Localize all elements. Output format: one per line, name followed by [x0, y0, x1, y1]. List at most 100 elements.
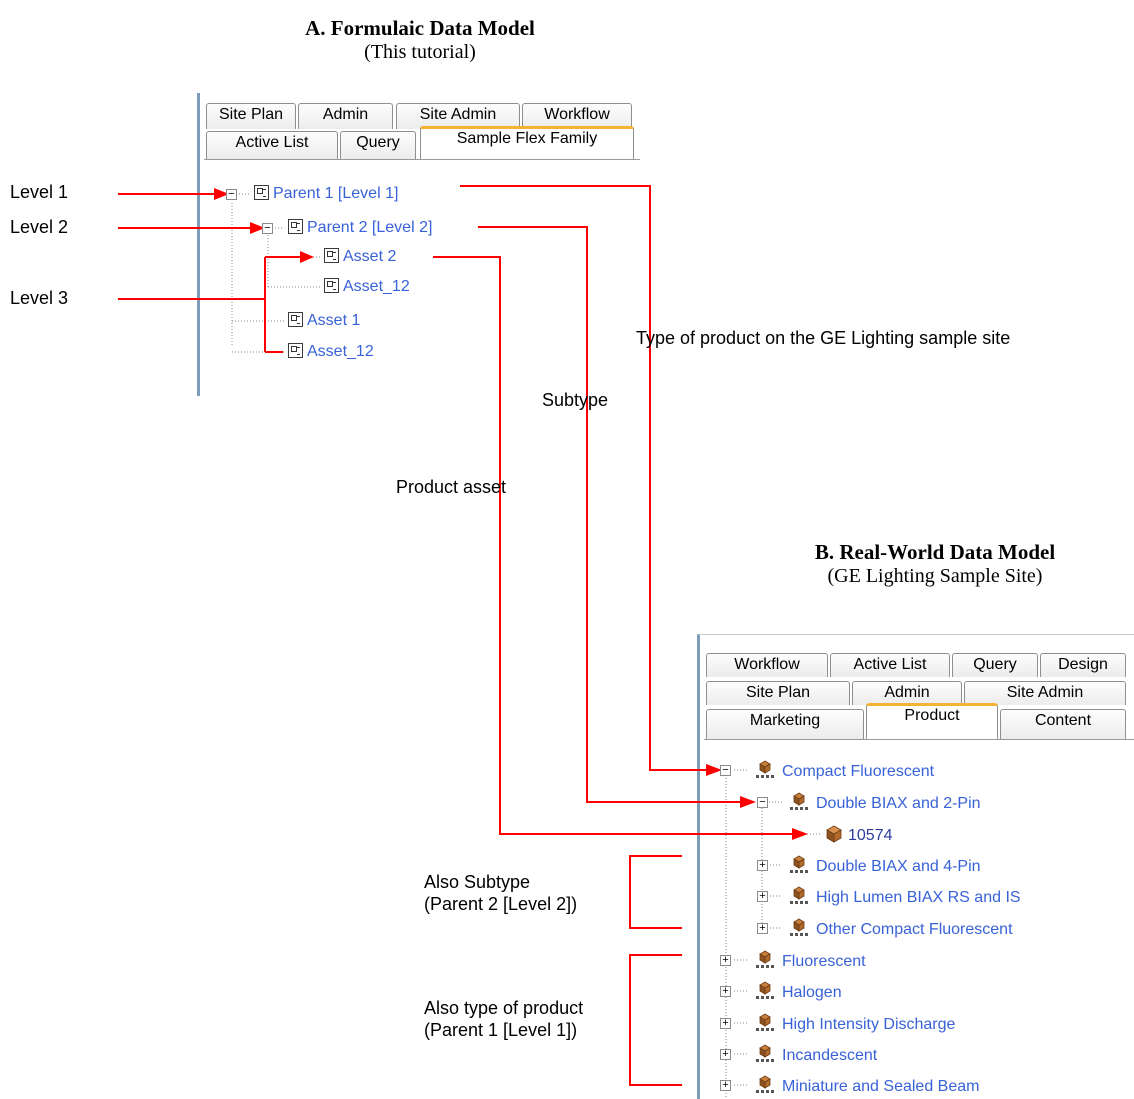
tree-label: High Intensity Discharge [782, 1016, 956, 1033]
label-also-subtype-line1: Also Subtype [424, 872, 531, 892]
tab-sample-flex-family[interactable]: Sample Flex Family [420, 126, 634, 159]
tree-label: Asset_12 [343, 278, 410, 295]
tree-label: 10574 [848, 827, 893, 844]
tab-admin[interactable]: Admin [298, 103, 393, 129]
label-level2: Level 2 [10, 217, 69, 237]
expand-icon[interactable]: + [757, 860, 768, 871]
expand-icon[interactable]: + [720, 1049, 731, 1060]
title-b-subtitle: (GE Lighting Sample Site) [827, 565, 1043, 587]
tab-marketing-b[interactable]: Marketing [706, 709, 864, 739]
label-level1: Level 1 [10, 182, 69, 202]
product-family-icon [790, 792, 808, 810]
tree-row-asset12-b[interactable]: Asset_12 [288, 342, 374, 362]
tab-query[interactable]: Query [340, 131, 416, 159]
asset-icon [324, 278, 339, 293]
tab-site-plan[interactable]: Site Plan [206, 103, 296, 129]
tree-label: Asset_12 [307, 343, 374, 360]
panel-a-divider [204, 159, 640, 160]
panel-a: Site Plan Admin Site Admin Workflow Acti… [197, 93, 640, 396]
label-subtype: Subtype [542, 390, 609, 410]
collapse-icon[interactable]: − [757, 797, 768, 808]
title-b-heading: B. Real-World Data Model [814, 540, 1056, 564]
tree-label: Incandescent [782, 1047, 878, 1064]
tree-row-asset2[interactable]: Asset 2 [324, 247, 396, 267]
expand-icon[interactable]: + [720, 1018, 731, 1029]
product-family-icon [756, 1013, 774, 1031]
tree-row-double-biax-2pin[interactable]: Double BIAX and 2-Pin [786, 792, 981, 814]
expand-icon[interactable]: + [720, 955, 731, 966]
label-type-of-product: Type of product on the GE Lighting sampl… [636, 328, 1011, 348]
label-also-type: Also type of product (Parent 1 [Level 1]… [424, 997, 583, 1041]
tree-row-hid[interactable]: High Intensity Discharge [752, 1013, 955, 1035]
tree-row-asset1[interactable]: Asset 1 [288, 311, 360, 331]
tab-product-b[interactable]: Product [866, 703, 998, 739]
collapse-icon[interactable]: − [720, 765, 731, 776]
tab-site-plan-b[interactable]: Site Plan [706, 681, 850, 705]
tree-label: Double BIAX and 4-Pin [816, 858, 981, 875]
tree-row-asset12-a[interactable]: Asset_12 [324, 277, 410, 297]
tab-active-list[interactable]: Active List [206, 131, 338, 159]
label-also-type-line2: (Parent 1 [Level 1]) [424, 1020, 578, 1040]
tree-label: Asset 1 [307, 312, 361, 329]
title-a-heading: A. Formulaic Data Model [305, 16, 535, 40]
tab-active-list-b[interactable]: Active List [830, 653, 950, 677]
product-family-icon [790, 918, 808, 936]
label-level3: Level 3 [10, 288, 69, 308]
expand-icon[interactable]: + [720, 986, 731, 997]
tree-row-double-biax-4pin[interactable]: Double BIAX and 4-Pin [786, 855, 981, 877]
label-also-subtype: Also Subtype (Parent 2 [Level 2]) [424, 871, 577, 915]
asset-icon [324, 248, 339, 263]
tab-content-b[interactable]: Content [1000, 709, 1126, 739]
product-family-icon [756, 760, 774, 778]
title-b: B. Real-World Data Model (GE Lighting Sa… [740, 540, 1130, 588]
expand-icon[interactable]: + [757, 923, 768, 934]
collapse-icon[interactable]: − [262, 223, 273, 234]
tree-row-halogen[interactable]: Halogen [752, 981, 842, 1003]
product-family-icon [756, 1075, 774, 1093]
tab-site-admin-b[interactable]: Site Admin [964, 681, 1126, 705]
tree-label: Halogen [782, 984, 842, 1001]
tree-row-10574[interactable]: 10574 [824, 824, 893, 846]
tree-label: Fluorescent [782, 953, 866, 970]
title-a: A. Formulaic Data Model (This tutorial) [230, 16, 610, 64]
tab-query-b[interactable]: Query [952, 653, 1038, 677]
tree-label: Miniature and Sealed Beam [782, 1078, 980, 1095]
expand-icon[interactable]: + [757, 891, 768, 902]
tree-row-other-compact[interactable]: Other Compact Fluorescent [786, 918, 1013, 940]
tab-workflow-b[interactable]: Workflow [706, 653, 828, 677]
tree-row-miniature[interactable]: Miniature and Sealed Beam [752, 1075, 979, 1097]
tree-row-parent1[interactable]: Parent 1 [Level 1] [254, 184, 398, 204]
tree-row-fluorescent[interactable]: Fluorescent [752, 950, 866, 972]
tree-row-high-lumen-biax[interactable]: High Lumen BIAX RS and IS [786, 886, 1021, 908]
product-family-icon [756, 950, 774, 968]
tab-workflow[interactable]: Workflow [522, 103, 632, 129]
label-product-asset: Product asset [396, 477, 507, 497]
tree-label: Double BIAX and 2-Pin [816, 795, 981, 812]
tree-row-parent2[interactable]: Parent 2 [Level 2] [288, 218, 432, 238]
tab-design-b[interactable]: Design [1040, 653, 1126, 677]
tab-site-admin[interactable]: Site Admin [396, 103, 520, 129]
product-family-icon [790, 886, 808, 904]
label-also-type-line1: Also type of product [424, 998, 584, 1018]
asset-icon [288, 219, 303, 234]
tree-row-compact-fluorescent[interactable]: Compact Fluorescent [752, 760, 934, 782]
tree-label: Compact Fluorescent [782, 763, 935, 780]
product-icon [826, 825, 842, 843]
asset-icon [288, 312, 303, 327]
expand-icon[interactable]: + [720, 1080, 731, 1091]
tree-label: Other Compact Fluorescent [816, 921, 1013, 938]
product-family-icon [756, 1044, 774, 1062]
asset-icon [288, 343, 303, 358]
tree-label: Parent 1 [Level 1] [273, 185, 399, 202]
tab-admin-b[interactable]: Admin [852, 681, 962, 705]
collapse-icon[interactable]: − [226, 189, 237, 200]
title-a-subtitle: (This tutorial) [364, 41, 476, 63]
product-family-icon [790, 855, 808, 873]
tree-row-incandescent[interactable]: Incandescent [752, 1044, 877, 1066]
tree-label: High Lumen BIAX RS and IS [816, 889, 1021, 906]
tree-label: Parent 2 [Level 2] [307, 219, 433, 236]
product-family-icon [756, 981, 774, 999]
label-also-subtype-line2: (Parent 2 [Level 2]) [424, 894, 578, 914]
